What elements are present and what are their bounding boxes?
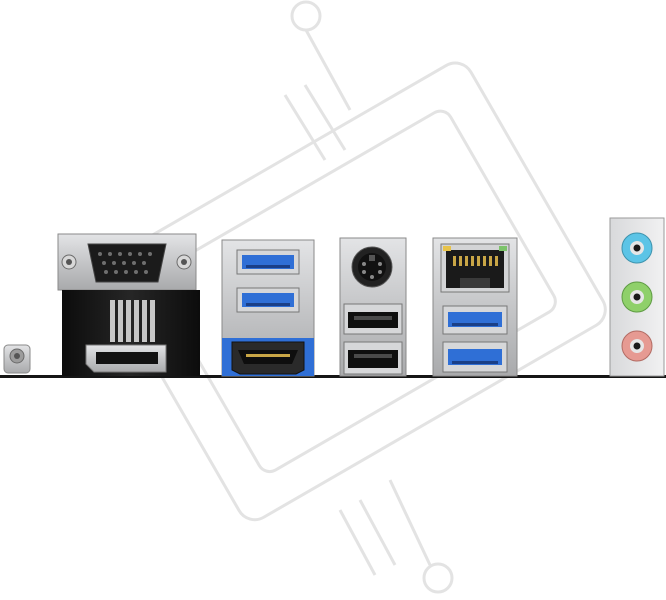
pcb-edge-line bbox=[0, 375, 666, 378]
audio-line-in-jack[interactable] bbox=[621, 232, 653, 264]
usb3-hdmi-block bbox=[221, 239, 315, 377]
watermark bbox=[103, 0, 607, 594]
lan-usb3-block bbox=[432, 237, 518, 377]
ps2-port[interactable] bbox=[351, 246, 393, 288]
vga-port[interactable] bbox=[87, 243, 167, 283]
audio-mic-jack[interactable] bbox=[621, 330, 653, 362]
audio-line-out-jack[interactable] bbox=[621, 281, 653, 313]
hdmi-port[interactable] bbox=[231, 341, 305, 375]
audio-jack-block bbox=[609, 217, 665, 377]
displayport[interactable] bbox=[85, 344, 167, 373]
usb2-port-2[interactable] bbox=[343, 341, 403, 375]
usb3-port-bottom-1[interactable] bbox=[442, 305, 508, 335]
ps2-usb2-block bbox=[339, 237, 407, 377]
vga-displayport-block bbox=[57, 233, 200, 376]
clear-cmos-button[interactable] bbox=[3, 344, 31, 374]
usb2-port-1[interactable] bbox=[343, 303, 403, 335]
usb3-port-top-2[interactable] bbox=[236, 287, 300, 313]
port-latch-springs bbox=[110, 300, 155, 342]
usb3-port-bottom-2[interactable] bbox=[442, 341, 508, 373]
usb3-port-top-1[interactable] bbox=[236, 249, 300, 275]
ethernet-port[interactable] bbox=[440, 243, 510, 293]
